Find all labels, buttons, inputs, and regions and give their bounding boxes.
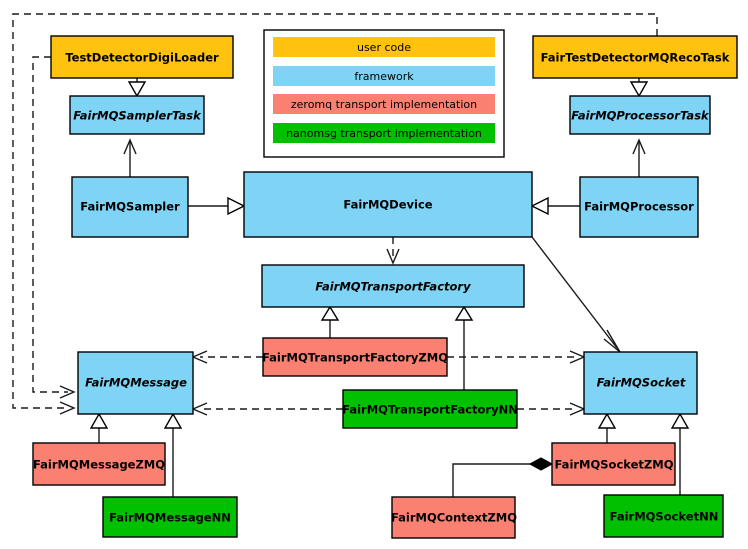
class-label-FairMQMessage: FairMQMessage: [85, 376, 187, 390]
class-rect-FairMQTransportFactory[interactable]: [261, 264, 525, 308]
class-box-FairMQMessage[interactable]: FairMQMessage: [77, 351, 194, 415]
legend-item-framework: framework: [273, 66, 495, 86]
edge-digiloader-samplertask: [127, 78, 147, 98]
class-box-FairTestDetectorMQRecoTask[interactable]: FairTestDetectorMQRecoTask: [532, 35, 738, 79]
legend-swatch-user-code: [273, 37, 495, 57]
legend-item-zeromq: zeromq transport implementation: [273, 94, 495, 114]
class-rect-FairMQProcessorTask[interactable]: [569, 95, 711, 135]
class-label-FairMQTransportFactoryZMQ: FairMQTransportFactoryZMQ: [262, 351, 448, 365]
class-box-FairMQSocket[interactable]: FairMQSocket: [583, 351, 698, 415]
dashed-route-recotask-to-message: [12, 13, 658, 415]
class-label-FairMQContextZMQ: FairMQContextZMQ: [391, 511, 517, 525]
class-rect-FairMQSampler[interactable]: [71, 176, 189, 238]
class-label-FairMQMessageZMQ: FairMQMessageZMQ: [33, 458, 165, 472]
edge-transportfactoryzmq-transportfactory: [320, 305, 340, 338]
edge-contextzmq-socketzmq: [452, 457, 554, 497]
class-label-FairMQDevice: FairMQDevice: [343, 198, 432, 212]
edge-transportfactoryzmq-message: [191, 350, 263, 364]
legend-label-zeromq: zeromq transport implementation: [291, 98, 477, 111]
class-rect-FairMQSocketZMQ[interactable]: [551, 442, 676, 486]
class-rect-FairMQProcessor[interactable]: [579, 176, 699, 238]
legend-swatch-nanomsg: [273, 123, 495, 143]
edge-messagezmq-message: [89, 412, 109, 443]
legend-swatch-framework: [273, 66, 495, 86]
class-rect-FairMQDevice[interactable]: [243, 171, 533, 238]
class-rect-FairTestDetectorMQRecoTask[interactable]: [532, 35, 738, 79]
class-box-FairMQDevice[interactable]: FairMQDevice: [243, 171, 533, 238]
edge-messagenn-message: [163, 412, 183, 497]
legend-swatch-zeromq: [273, 94, 495, 114]
class-label-FairMQTransportFactoryNN: FairMQTransportFactoryNN: [342, 403, 518, 417]
class-box-FairMQSocketZMQ[interactable]: FairMQSocketZMQ: [551, 442, 676, 486]
edge-sampler-samplertask: [123, 138, 137, 177]
class-label-FairMQMessageNN: FairMQMessageNN: [109, 511, 231, 525]
class-label-TestDetectorDigiLoader: TestDetectorDigiLoader: [65, 51, 219, 65]
class-box-FairMQSamplerTask[interactable]: FairMQSamplerTask: [69, 95, 205, 135]
class-label-FairTestDetectorMQRecoTask: FairTestDetectorMQRecoTask: [541, 51, 730, 65]
class-label-FairMQSocketZMQ: FairMQSocketZMQ: [555, 458, 674, 472]
edge-device-transportfactory: [386, 237, 400, 265]
class-label-FairMQProcessor: FairMQProcessor: [584, 200, 694, 214]
class-label-FairMQSampler: FairMQSampler: [80, 200, 180, 214]
class-rect-TestDetectorDigiLoader[interactable]: [50, 35, 234, 79]
edge-transportfactoryzmq-socket: [447, 350, 586, 364]
class-rect-FairMQMessage[interactable]: [77, 351, 194, 415]
edge-transportfactorynn-message: [191, 402, 343, 416]
class-rect-FairMQTransportFactoryNN[interactable]: [342, 389, 518, 429]
edge-processor-device: [530, 196, 580, 216]
class-box-FairMQContextZMQ[interactable]: FairMQContextZMQ: [391, 496, 517, 539]
class-rect-FairMQMessageZMQ[interactable]: [32, 442, 166, 486]
class-box-FairMQSocketNN[interactable]: FairMQSocketNN: [603, 494, 724, 538]
class-label-FairMQSamplerTask: FairMQSamplerTask: [73, 109, 202, 123]
legend-item-user-code: user code: [273, 37, 495, 57]
edge-socketzmq-socket: [597, 412, 617, 443]
edge-recotask-processortask: [629, 78, 649, 98]
class-box-FairMQProcessor[interactable]: FairMQProcessor: [579, 176, 699, 238]
class-label-FairMQSocket: FairMQSocket: [597, 376, 686, 390]
class-box-FairMQProcessorTask[interactable]: FairMQProcessorTask: [569, 95, 711, 135]
edge-processor-processortask: [632, 138, 646, 177]
class-rect-FairMQContextZMQ[interactable]: [391, 496, 516, 539]
class-box-FairMQTransportFactory[interactable]: FairMQTransportFactory: [261, 264, 525, 308]
class-label-FairMQProcessorTask: FairMQProcessorTask: [571, 109, 710, 123]
legend-label-user-code: user code: [357, 41, 411, 54]
class-box-FairMQTransportFactoryZMQ[interactable]: FairMQTransportFactoryZMQ: [262, 337, 448, 377]
class-rect-FairMQSocketNN[interactable]: [603, 494, 724, 538]
edge-transportfactorynn-socket: [517, 402, 586, 416]
legend: user code framework zeromq transport imp…: [263, 29, 505, 158]
class-rect-FairMQTransportFactoryZMQ[interactable]: [262, 337, 448, 377]
edge-transportfactorynn-transportfactory: [454, 305, 474, 390]
class-rect-FairMQSocket[interactable]: [583, 351, 698, 415]
edge-sampler-device: [188, 196, 246, 216]
class-box-FairMQMessageNN[interactable]: FairMQMessageNN: [102, 496, 238, 538]
class-label-FairMQSocketNN: FairMQSocketNN: [610, 510, 719, 524]
class-rect-FairMQMessageNN[interactable]: [102, 496, 238, 538]
class-box-FairMQSampler[interactable]: FairMQSampler: [71, 176, 189, 238]
class-box-TestDetectorDigiLoader[interactable]: TestDetectorDigiLoader: [50, 35, 234, 79]
legend-label-framework: framework: [354, 70, 414, 83]
class-box-FairMQTransportFactoryNN[interactable]: FairMQTransportFactoryNN: [342, 389, 518, 429]
dashed-route-digiloader-to-message: [32, 56, 76, 399]
legend-label-nanomsg: nanomsg transport implementation: [286, 127, 482, 140]
class-box-FairMQMessageZMQ[interactable]: FairMQMessageZMQ: [32, 442, 166, 486]
class-label-FairMQTransportFactory: FairMQTransportFactory: [315, 280, 471, 294]
edge-device-socket: [531, 236, 621, 353]
edge-socketnn-socket: [670, 412, 690, 495]
class-rect-FairMQSamplerTask[interactable]: [69, 95, 205, 135]
legend-item-nanomsg: nanomsg transport implementation: [273, 123, 495, 143]
